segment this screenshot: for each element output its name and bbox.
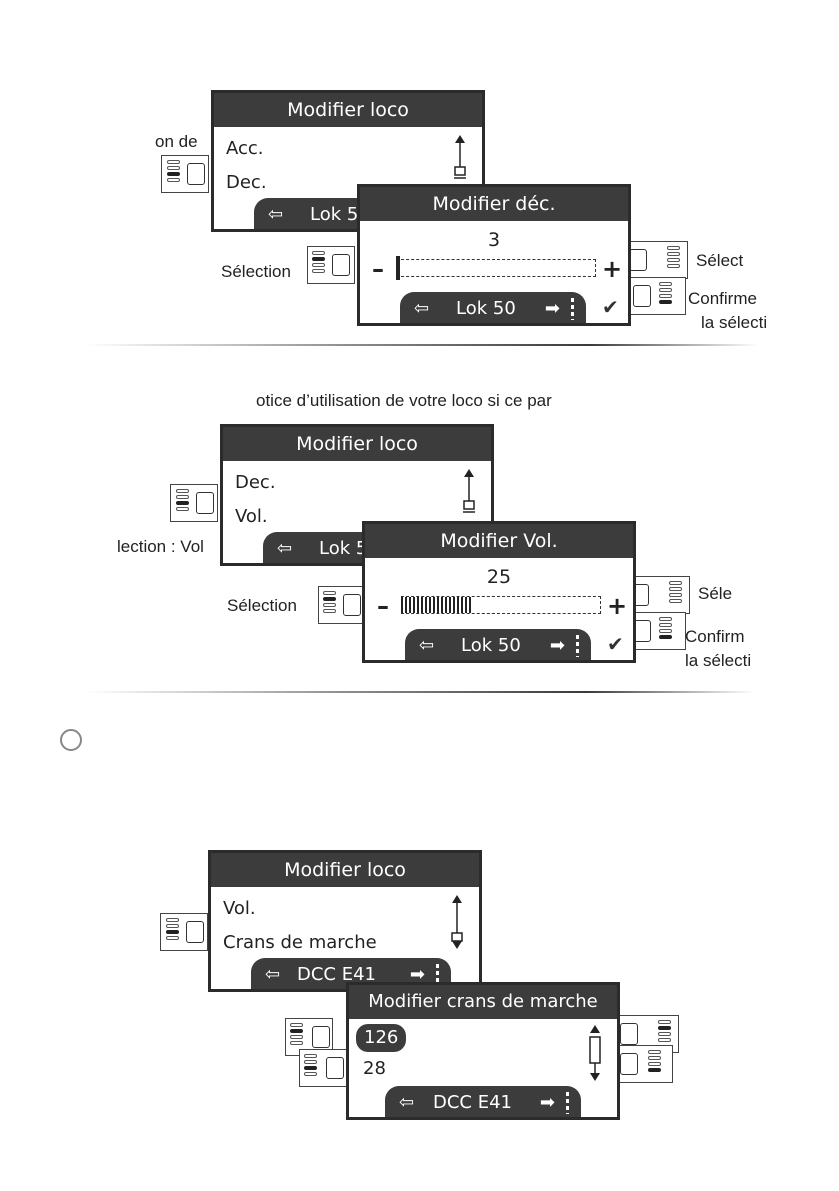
loco-name: DCC E41 — [433, 1092, 512, 1113]
back-arrow-icon[interactable]: ⇦ — [277, 538, 293, 559]
more-dots-icon[interactable] — [566, 1092, 569, 1114]
screen-title: Modifier loco — [211, 853, 479, 887]
more-dots-icon[interactable] — [571, 298, 574, 320]
screen-title: Modifier Vol. — [365, 524, 633, 558]
intro-text: otice d’utilisation de votre loco si ce … — [256, 391, 552, 410]
more-dots-icon[interactable] — [436, 964, 439, 986]
label-selection-partial: on de — [155, 132, 198, 151]
forward-arrow-icon[interactable]: ➡ — [409, 964, 425, 985]
device-icon-left — [307, 246, 355, 284]
device-icon-left-top — [170, 484, 218, 522]
loco-name: Lok 50 — [456, 298, 516, 319]
back-arrow-icon[interactable]: ⇦ — [268, 204, 284, 225]
divider — [86, 691, 754, 693]
label-select-right: Sélect — [696, 251, 744, 270]
device-icon-right-bottom — [630, 612, 686, 650]
loco-name: Lok 5 — [319, 538, 368, 559]
value-slider[interactable] — [396, 256, 596, 280]
back-arrow-icon[interactable]: ⇦ — [265, 964, 281, 985]
slider-fill — [401, 597, 473, 613]
device-icon-right-bottom — [630, 277, 686, 315]
device-icon-left-top — [161, 155, 209, 193]
label-confirm-2: la sélecti — [685, 651, 752, 670]
info-circle-icon — [60, 729, 82, 751]
scrollbar-icon — [454, 135, 466, 179]
divider — [86, 344, 758, 346]
plus-icon[interactable]: + — [602, 255, 623, 283]
screen-modifier-loco-3: Modifier loco Vol. Crans de marche ⇦ DCC… — [208, 850, 482, 992]
screen-title: Modifier crans de marche — [349, 985, 617, 1019]
back-arrow-icon[interactable]: ⇦ — [414, 298, 430, 319]
nav-bar: ⇦ DCC E41 ➡ — [385, 1086, 581, 1117]
label-selection: Sélection — [221, 262, 291, 281]
more-dots-icon[interactable] — [576, 635, 579, 657]
screen-modifier-dec: Modifier déc. 3 – + ⇦ Lok 50 ➡ ✔ — [357, 184, 631, 326]
label-confirm: Confirm — [685, 627, 745, 646]
screen-modifier-loco-1: Modifier loco Acc. Dec. ⇦ Lok 5 — [211, 90, 485, 232]
menu-item-vol[interactable]: Vol. — [223, 898, 256, 919]
label-selection: Sélection — [227, 596, 297, 615]
scrollbar-icon — [451, 895, 463, 949]
scrollbar-icon — [589, 1025, 601, 1081]
nav-bar: ⇦ Lok 50 ➡ — [400, 292, 586, 323]
label-confirm: Confirme — [688, 289, 757, 308]
device-icon-right-top — [626, 241, 688, 279]
screen-title: Modifier déc. — [360, 187, 628, 221]
menu-item-acc[interactable]: Acc. — [226, 138, 264, 159]
nav-bar: ⇦ Lok 50 ➡ — [405, 629, 591, 660]
slider-knob[interactable] — [396, 256, 400, 280]
screen-title: Modifier loco — [223, 427, 491, 461]
forward-arrow-icon[interactable]: ➡ — [539, 1092, 555, 1113]
back-arrow-icon[interactable]: ⇦ — [399, 1092, 415, 1113]
option-126-selected[interactable]: 126 — [356, 1024, 407, 1052]
label-confirm-2: la sélecti — [701, 313, 768, 332]
back-arrow-icon[interactable]: ⇦ — [419, 635, 435, 656]
value-display: 25 — [486, 566, 512, 588]
option-28[interactable]: 28 — [363, 1058, 386, 1079]
device-icon-right-top — [628, 576, 690, 614]
checkmark-icon[interactable]: ✔ — [607, 632, 624, 656]
forward-arrow-icon[interactable]: ➡ — [544, 298, 560, 319]
label-selection-vol: lection : Vol — [117, 537, 204, 556]
value-slider[interactable] — [401, 596, 601, 614]
device-icon-right-b — [617, 1045, 673, 1083]
minus-icon[interactable]: – — [377, 592, 389, 620]
value-display: 3 — [487, 229, 501, 251]
loco-name: DCC E41 — [297, 964, 376, 985]
minus-icon[interactable]: – — [372, 255, 384, 283]
scrollbar-icon — [463, 469, 475, 513]
menu-item-dec[interactable]: Dec. — [226, 172, 267, 193]
menu-item-crans[interactable]: Crans de marche — [223, 932, 377, 953]
device-icon-left — [318, 586, 366, 624]
menu-item-dec[interactable]: Dec. — [235, 472, 276, 493]
loco-name: Lok 5 — [310, 204, 359, 225]
screen-modifier-crans: Modifier crans de marche 126 28 ⇦ DCC E4… — [346, 982, 620, 1120]
label-select-right: Séle — [698, 584, 733, 603]
screen-title: Modifier loco — [214, 93, 482, 127]
device-icon-left-b — [299, 1049, 347, 1087]
device-icon-left-top — [160, 913, 208, 951]
screen-modifier-vol: Modifier Vol. 25 – + ⇦ Lok 50 ➡ ✔ — [362, 521, 636, 663]
forward-arrow-icon[interactable]: ➡ — [549, 635, 565, 656]
menu-item-vol[interactable]: Vol. — [235, 506, 268, 527]
checkmark-icon[interactable]: ✔ — [602, 295, 619, 319]
plus-icon[interactable]: + — [607, 592, 628, 620]
loco-name: Lok 50 — [461, 635, 521, 656]
